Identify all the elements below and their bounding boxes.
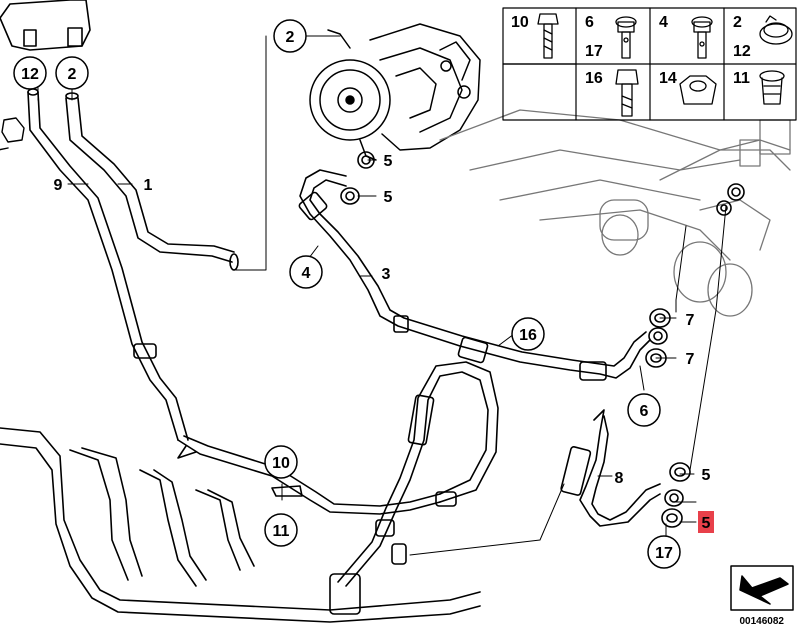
- callout-circle: [264, 445, 298, 479]
- callout-16[interactable]: 16: [511, 317, 545, 351]
- callout-17[interactable]: 17: [647, 535, 681, 569]
- table-part-number[interactable]: 6: [585, 14, 594, 31]
- washer: [357, 151, 375, 169]
- leader-lines: [37, 35, 727, 556]
- washer: [661, 508, 683, 528]
- callout-text: 5: [702, 515, 711, 532]
- callout-5[interactable]: 5: [698, 511, 714, 533]
- callout-10[interactable]: 10: [264, 445, 298, 479]
- callout-labels: 12 2 2 9 1 5 5 4 3 16 7 7 6 10 11 8 5 5 17: [13, 19, 714, 569]
- callout-5[interactable]: 5: [702, 467, 711, 484]
- callout-7[interactable]: 7: [686, 312, 695, 329]
- callout-6[interactable]: 6: [627, 393, 661, 427]
- diagram-id: 00146082: [740, 616, 785, 627]
- hose-loop: [337, 361, 499, 587]
- callout-5[interactable]: 5: [384, 189, 393, 206]
- callout-circle: [13, 56, 47, 90]
- reservoir: [0, 0, 91, 51]
- table-part-number[interactable]: 11: [733, 70, 750, 87]
- callout-text: 17: [655, 545, 673, 562]
- lower-frame: [0, 427, 481, 623]
- callout-circle: [511, 317, 545, 351]
- callout-5[interactable]: 5: [384, 153, 393, 170]
- callout-circle: [264, 513, 298, 547]
- callout-7[interactable]: 7: [686, 351, 695, 368]
- nut-14-icon: [679, 75, 717, 105]
- table-part-number[interactable]: 16: [585, 70, 603, 87]
- rivet-11-icon: [759, 70, 785, 105]
- washer: [664, 489, 684, 507]
- callout-text: 12: [21, 66, 39, 83]
- callout-2[interactable]: 2: [55, 56, 89, 90]
- callout-9[interactable]: 9: [54, 177, 63, 194]
- callout-text: 9: [54, 177, 63, 194]
- callout-circle: [647, 535, 681, 569]
- callout-3[interactable]: 3: [382, 266, 391, 283]
- hardware-icons: [537, 13, 793, 117]
- table-part-number[interactable]: 4: [659, 14, 668, 31]
- callout-text: 5: [384, 189, 393, 206]
- callout-4[interactable]: 4: [289, 255, 323, 289]
- callout-text: 5: [702, 467, 711, 484]
- callout-text: 16: [519, 327, 537, 344]
- callout-text: 2: [286, 29, 295, 46]
- callout-2[interactable]: 2: [273, 19, 307, 53]
- callout-circle: [627, 393, 661, 427]
- steering-gear: [439, 109, 791, 317]
- banjo-bolt-4-icon: [691, 16, 713, 59]
- washer: [649, 308, 671, 328]
- hose-9: [27, 88, 189, 441]
- washer: [648, 327, 668, 345]
- bolt-10-icon: [537, 13, 559, 59]
- washer: [645, 348, 667, 368]
- banjo-bolt-6-icon: [615, 16, 637, 59]
- callout-text: 1: [144, 177, 153, 194]
- hardware-table-labels: 10 6 17 4 2 12 16 14 11: [511, 14, 751, 87]
- table-part-number[interactable]: 17: [585, 43, 603, 60]
- washers: [340, 151, 745, 528]
- callout-1[interactable]: 1: [144, 177, 153, 194]
- callout-12[interactable]: 12: [13, 56, 47, 90]
- callout-text: 10: [272, 455, 290, 472]
- callout-text: 8: [615, 470, 624, 487]
- washer: [727, 183, 745, 201]
- return-line: [177, 435, 441, 515]
- hose-clamp-2-icon: [759, 15, 793, 45]
- hose-3: [298, 169, 651, 381]
- callout-text: 7: [686, 312, 695, 329]
- table-part-number[interactable]: 12: [733, 43, 751, 60]
- callout-text: 4: [302, 265, 311, 282]
- callout-circle: [55, 56, 89, 90]
- washer: [669, 462, 691, 482]
- washer: [716, 200, 732, 216]
- callout-text: 5: [384, 153, 393, 170]
- hardware-table: [502, 7, 797, 121]
- direction-arrow-icon: [730, 565, 794, 611]
- table-part-number[interactable]: 2: [733, 14, 742, 31]
- return-pipe-8: [560, 409, 661, 527]
- callout-text: 7: [686, 351, 695, 368]
- callout-11[interactable]: 11: [264, 513, 298, 547]
- callout-text: 11: [273, 523, 290, 540]
- table-part-number[interactable]: 14: [659, 70, 677, 87]
- callout-circle: [289, 255, 323, 289]
- callout-text: 3: [382, 266, 391, 283]
- table-part-number[interactable]: 10: [511, 14, 529, 31]
- callout-text: 2: [68, 66, 77, 83]
- washer: [340, 187, 360, 205]
- bolt-16-icon: [615, 69, 639, 117]
- hose-clamp: [0, 117, 25, 151]
- highlight-box: [698, 511, 714, 533]
- callout-circle: [273, 19, 307, 53]
- callout-8[interactable]: 8: [615, 470, 624, 487]
- power-steering-pump: [309, 23, 481, 161]
- callout-text: 6: [640, 403, 649, 420]
